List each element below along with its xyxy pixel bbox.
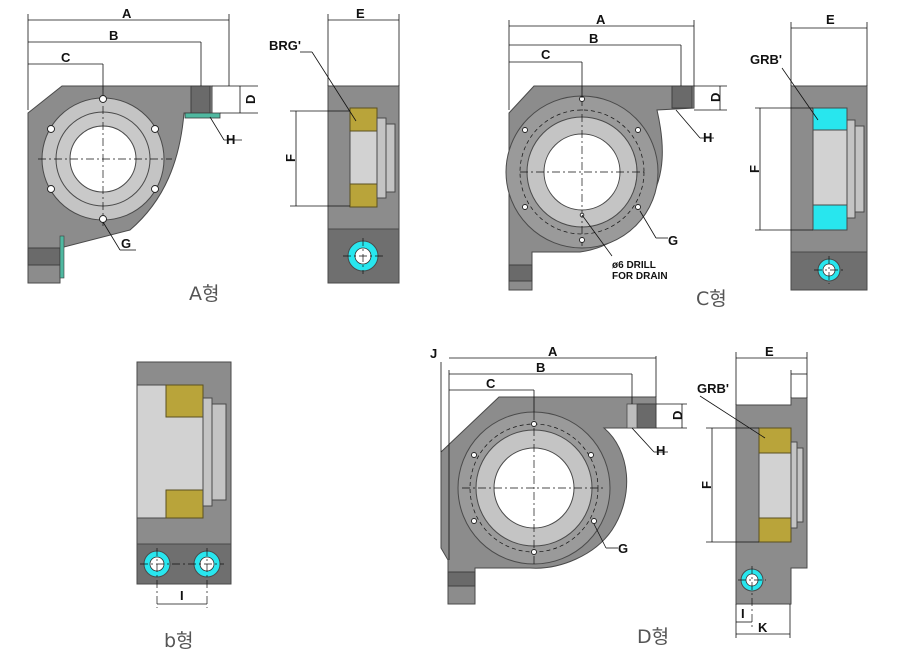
part-label-brg: BRG' [269, 38, 301, 53]
dim-label-f: F [283, 154, 298, 162]
dim-label-g: G [121, 236, 131, 251]
dim-label-c: C [61, 50, 71, 65]
dim-label-d: D [670, 411, 685, 420]
dim-label-b: B [589, 31, 598, 46]
dim-label-f: F [747, 165, 762, 173]
dim-label-b: B [109, 28, 118, 43]
bolt-hole [531, 421, 537, 427]
dim-label-d: D [708, 93, 723, 102]
part-label-grb-d: GRB' [697, 381, 729, 396]
dim-label-g: G [618, 541, 628, 556]
bolt-hole [588, 452, 594, 458]
dim-label-j: J [430, 346, 437, 361]
dim-label-i: I [741, 606, 745, 621]
caption-type-a: A형 [189, 283, 219, 305]
drain-note-line2: FOR DRAIN [612, 271, 668, 282]
bolt-hole [635, 127, 641, 133]
bolt-hole [47, 125, 55, 133]
caption-type-d: D형 [637, 626, 669, 648]
type-a-front-view: A B C D H G A형 [27, 6, 258, 305]
type-d-front-view: J A B C D H G D형 [430, 344, 687, 648]
bolt-hole [471, 452, 477, 458]
bolt-hole [531, 549, 537, 555]
type-a-side-view: E F BRG' [269, 6, 400, 284]
type-c-front-view: A B C D H G ø6 DRILL FOR DRAIN C형 [505, 12, 727, 310]
dim-label-c: C [541, 47, 551, 62]
bolt-hole [151, 185, 159, 193]
part-label-grb-c: GRB' [750, 52, 782, 67]
bolt-hole [99, 215, 107, 223]
bolt-hole [591, 518, 597, 524]
bolt-hole [635, 204, 641, 210]
dim-label-e: E [765, 344, 774, 359]
dim-label-k: K [758, 620, 768, 635]
dim-label-f: F [699, 481, 714, 489]
dim-label-a: A [548, 344, 558, 359]
bolt-hole [579, 237, 585, 243]
dim-label-b: B [536, 360, 545, 375]
dim-label-a: A [596, 12, 606, 27]
dim-label-i: I [180, 588, 184, 603]
dim-label-a: A [122, 6, 132, 21]
bolt-hole [522, 204, 528, 210]
dim-label-e: E [356, 6, 365, 21]
caption-type-c: C형 [696, 288, 727, 310]
dim-label-h: H [226, 132, 235, 147]
type-b-side-view: I b형 [136, 361, 232, 652]
type-c-side-view: E F GRB' [747, 12, 868, 291]
dim-label-h: H [703, 130, 712, 145]
bolt-hole [47, 185, 55, 193]
bolt-hole [522, 127, 528, 133]
bolt-hole [471, 518, 477, 524]
dim-label-h: H [656, 443, 665, 458]
dim-label-e: E [826, 12, 835, 27]
drain-note-line1: ø6 DRILL [612, 260, 656, 271]
caption-type-b: b형 [164, 630, 194, 652]
dim-label-d: D [243, 95, 258, 104]
type-d-side-view: E F GRB' I K [697, 344, 808, 638]
bolt-hole [151, 125, 159, 133]
bolt-hole [99, 95, 107, 103]
dim-label-g: G [668, 233, 678, 248]
dim-label-c: C [486, 376, 496, 391]
